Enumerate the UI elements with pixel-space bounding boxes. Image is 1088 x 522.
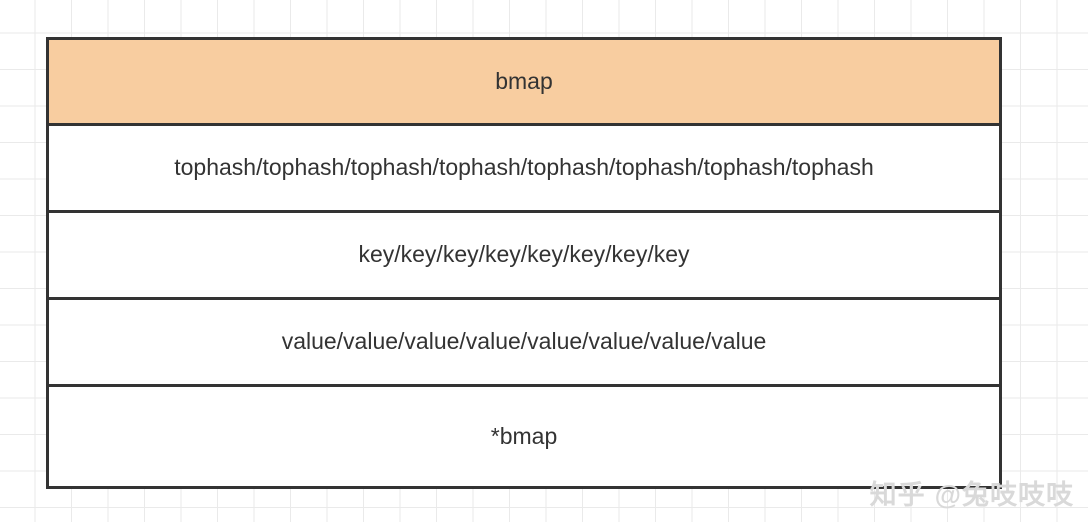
key-row-label: key/key/key/key/key/key/key/key — [358, 241, 690, 268]
overflow-row: *bmap — [49, 387, 999, 486]
bmap-header-row: bmap — [49, 40, 999, 126]
overflow-row-label: *bmap — [490, 422, 558, 449]
tophash-row-label: tophash/tophash/tophash/tophash/tophash/… — [174, 154, 874, 181]
tophash-row: tophash/tophash/tophash/tophash/tophash/… — [49, 126, 999, 213]
bmap-header-label: bmap — [495, 67, 553, 94]
value-row-label: value/value/value/value/value/value/valu… — [281, 328, 767, 355]
key-row: key/key/key/key/key/key/key/key — [49, 213, 999, 300]
bmap-struct-table: bmap tophash/tophash/tophash/tophash/top… — [46, 37, 1002, 489]
value-row: value/value/value/value/value/value/valu… — [49, 300, 999, 387]
